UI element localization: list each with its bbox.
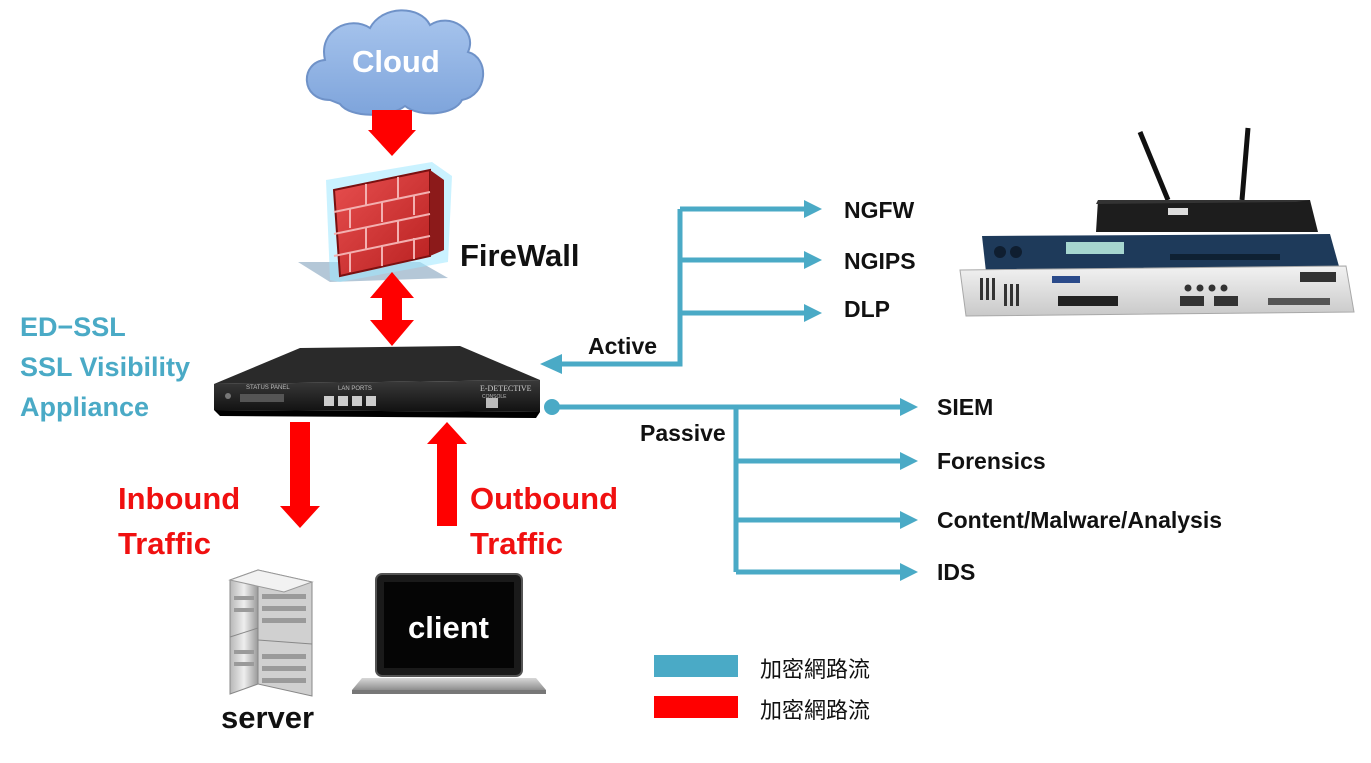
- server-label: server: [221, 700, 315, 735]
- inbound-label-line2: Traffic: [118, 526, 212, 561]
- cloud-icon: [305, 9, 484, 116]
- legend-label-blue: 加密網路流: [760, 658, 871, 683]
- client-label: client: [408, 610, 489, 645]
- active-arrowheads: [540, 200, 822, 374]
- appliance-panel-brand: E-DETECTIVE: [480, 384, 532, 393]
- active-connector: [562, 206, 806, 367]
- appliance-label-line2: SSL Visibility: [20, 352, 191, 382]
- appliance-panel-ports: LAN PORTS: [338, 386, 372, 392]
- active-target-ngfw: NGFW: [844, 197, 915, 223]
- passive-label: Passive: [640, 420, 726, 446]
- firewall-icon: [298, 162, 452, 282]
- passive-target-ids: IDS: [937, 559, 976, 585]
- legend-label-red: 加密網路流: [760, 699, 871, 724]
- security-appliances-icon: [959, 127, 1355, 317]
- appliance-panel-console: CONSOLE: [482, 394, 507, 400]
- firewall-label: FireWall: [460, 238, 580, 273]
- cloud-label: Cloud: [352, 44, 440, 79]
- server-icon: [228, 569, 314, 697]
- inbound-label-line1: Inbound: [118, 481, 241, 516]
- passive-target-forensics: Forensics: [937, 448, 1046, 474]
- appliance-label-line1: ED−SSL: [20, 312, 126, 342]
- outbound-label-line1: Outbound: [470, 481, 619, 516]
- cloud-firewall-arrow: [368, 110, 416, 156]
- legend-swatch-blue: [654, 655, 738, 677]
- active-target-ngips: NGIPS: [844, 248, 916, 274]
- outbound-arrow: [427, 422, 467, 526]
- passive-target-content-malware-analysis: Content/Malware/Analysis: [937, 507, 1223, 533]
- passive-connector: [552, 404, 902, 575]
- appliance-device-icon: [214, 346, 540, 418]
- active-target-dlp: DLP: [844, 296, 890, 322]
- appliance-panel-left: STATUS PANEL: [246, 385, 290, 391]
- legend-swatch-red: [654, 696, 738, 718]
- active-label: Active: [588, 333, 658, 359]
- passive-arrowheads: [544, 398, 918, 581]
- appliance-label-line3: Appliance: [20, 392, 150, 422]
- firewall-appliance-arrow: [370, 272, 414, 346]
- passive-target-siem: SIEM: [937, 394, 994, 420]
- inbound-arrow: [280, 422, 320, 528]
- laptop-icon: [352, 573, 546, 694]
- outbound-label-line2: Traffic: [470, 526, 564, 561]
